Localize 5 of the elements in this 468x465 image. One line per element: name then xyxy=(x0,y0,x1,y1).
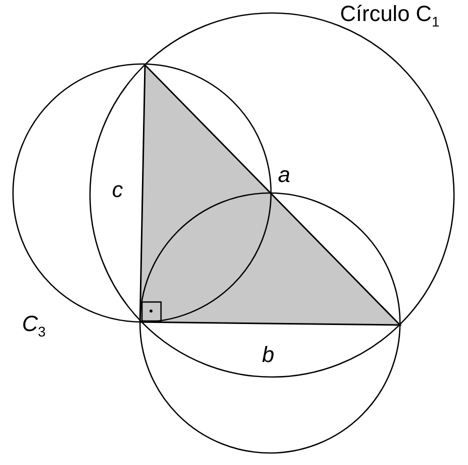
circle-label: C$_{3}$ xyxy=(22,312,46,342)
side-label: a xyxy=(278,163,290,187)
side-label: c xyxy=(112,178,123,202)
side-label: b xyxy=(262,343,274,367)
circle-label: Círculo C$_{1}$ xyxy=(340,2,440,32)
